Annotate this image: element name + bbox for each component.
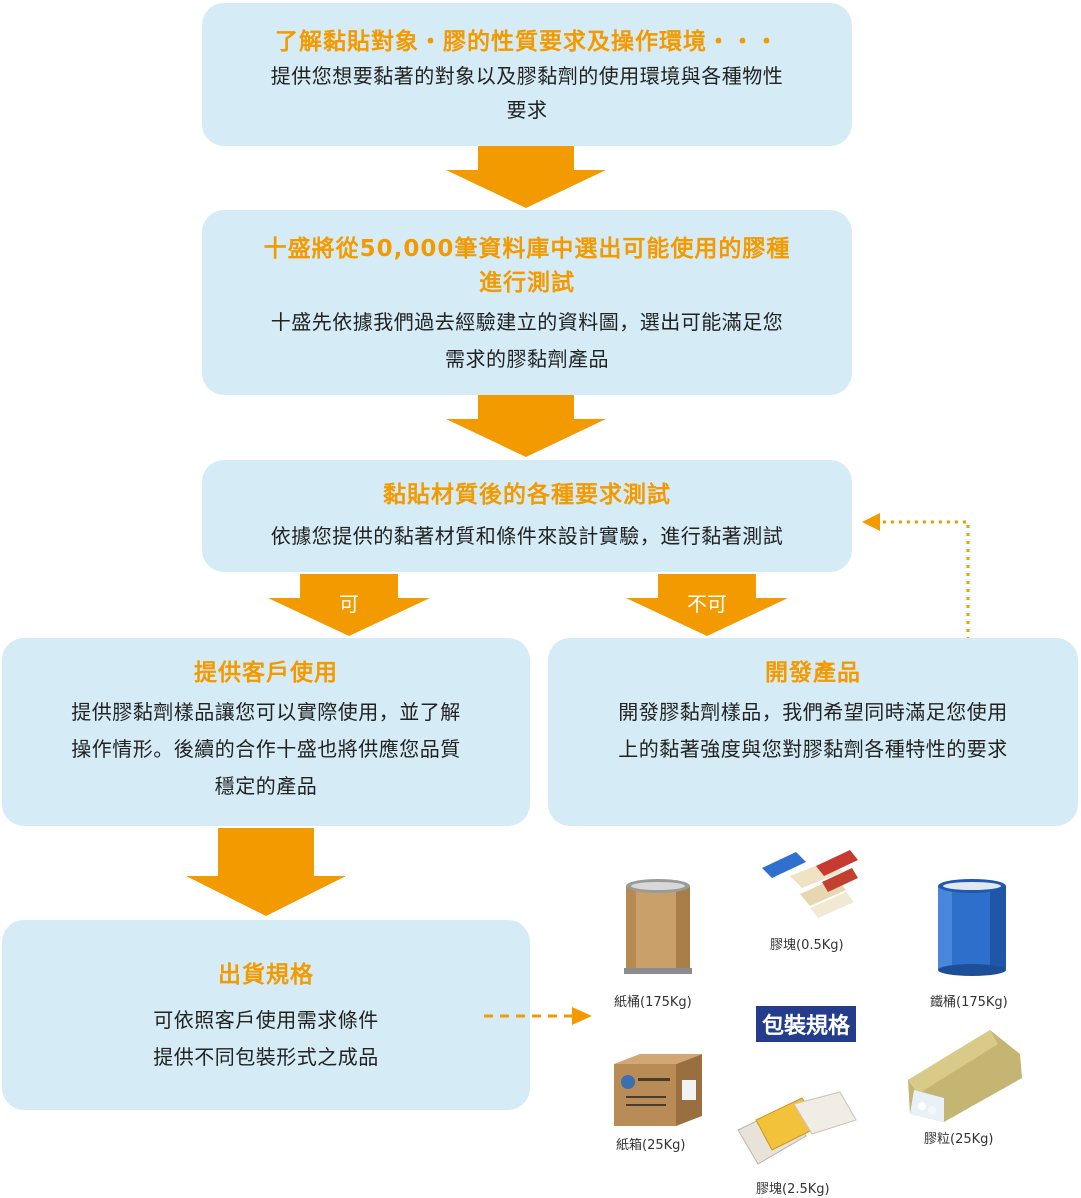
step-1-body-line-2: 要求 — [506, 98, 548, 122]
feedback-dotted-arrow — [862, 513, 970, 640]
branch-yes-body-line-1: 提供膠黏劑樣品讓您可以實際使用，並了解 — [71, 700, 461, 724]
branch-no-arrow — [626, 574, 788, 636]
step-3-title: 黏貼材質後的各種要求測試 — [383, 482, 671, 508]
paper-drum-label: 紙桶(175Kg) — [614, 995, 692, 1010]
carton-label: 紙箱(25Kg) — [616, 1138, 686, 1153]
iron-drum-label: 鐵桶(175Kg) — [930, 995, 1008, 1010]
large-blocks-image — [737, 1091, 857, 1165]
branch-no-title: 開發產品 — [765, 660, 861, 686]
branch-yes-label: 可 — [339, 592, 359, 616]
iron-drum-image — [938, 879, 1006, 976]
shipping-title: 出貨規格 — [218, 962, 314, 988]
step-1-box: 了解黏貼對象・膠的性質要求及操作環境・・・ 提供您想要黏著的對象以及膠黏劑的使用… — [202, 3, 852, 146]
flow-arrow-down-2 — [446, 395, 606, 457]
branch-no-body-line-2: 上的黏著強度與您對膠黏劑各種特性的要求 — [618, 737, 1008, 761]
step-3-body: 依據您提供的黏著材質和條件來設計實驗，進行黏著測試 — [270, 524, 784, 548]
packaging-title: 包裝規格 — [756, 1006, 857, 1042]
shipping-body-line-1: 可依照客戶使用需求條件 — [153, 1008, 379, 1032]
carton-image — [614, 1054, 702, 1126]
paper-drum-image — [624, 879, 692, 974]
branch-yes-box: 提供客戶使用 提供膠黏劑樣品讓您可以實際使用，並了解 操作情形。後續的合作十盛也… — [2, 638, 530, 826]
granules-label: 膠粒(25Kg) — [924, 1132, 994, 1147]
large-blocks-label: 膠塊(2.5Kg) — [756, 1182, 830, 1197]
branch-no-box: 開發產品 開發膠黏劑樣品，我們希望同時滿足您使用 上的黏著強度與您對膠黏劑各種特… — [548, 638, 1078, 826]
shipping-box: 出貨規格 可依照客戶使用需求條件 提供不同包裝形式之成品 — [2, 920, 530, 1110]
step-2-body-line-2: 需求的膠黏劑產品 — [445, 347, 609, 371]
step-1-body-line-1: 提供您想要黏著的對象以及膠黏劑的使用環境與各種物性 — [270, 64, 784, 88]
flow-arrow-down-1 — [446, 146, 606, 208]
branch-yes-arrow — [268, 574, 430, 636]
step-2-title-line-2: 進行測試 — [479, 270, 575, 296]
branch-yes-title: 提供客戶使用 — [194, 660, 338, 686]
step-1-title: 了解黏貼對象・膠的性質要求及操作環境・・・ — [275, 29, 779, 55]
step-3-box: 黏貼材質後的各種要求測試 依據您提供的黏著材質和條件來設計實驗，進行黏著測試 — [202, 460, 852, 572]
flow-arrow-down-3 — [186, 828, 346, 916]
shipping-body-line-2: 提供不同包裝形式之成品 — [153, 1045, 379, 1069]
granules-bag-image — [908, 1030, 1022, 1122]
small-blocks-label: 膠塊(0.5Kg) — [770, 938, 844, 953]
packaging-dashed-arrow — [484, 1007, 592, 1025]
branch-yes-body-line-2: 操作情形。後續的合作十盛也將供應您品質 — [71, 737, 461, 761]
small-blocks-image — [762, 850, 858, 918]
step-2-title-line-1: 十盛將從50,000筆資料庫中選出可能使用的膠種 — [263, 236, 791, 262]
step-2-body-line-1: 十盛先依據我們過去經驗建立的資料圖，選出可能滿足您 — [270, 310, 784, 334]
branch-no-body-line-1: 開發膠黏劑樣品，我們希望同時滿足您使用 — [618, 700, 1008, 724]
branch-yes-body-line-3: 穩定的產品 — [214, 774, 318, 798]
branch-no-label: 不可 — [687, 592, 727, 616]
step-2-box: 十盛將從50,000筆資料庫中選出可能使用的膠種 進行測試 十盛先依據我們過去經… — [202, 210, 852, 395]
